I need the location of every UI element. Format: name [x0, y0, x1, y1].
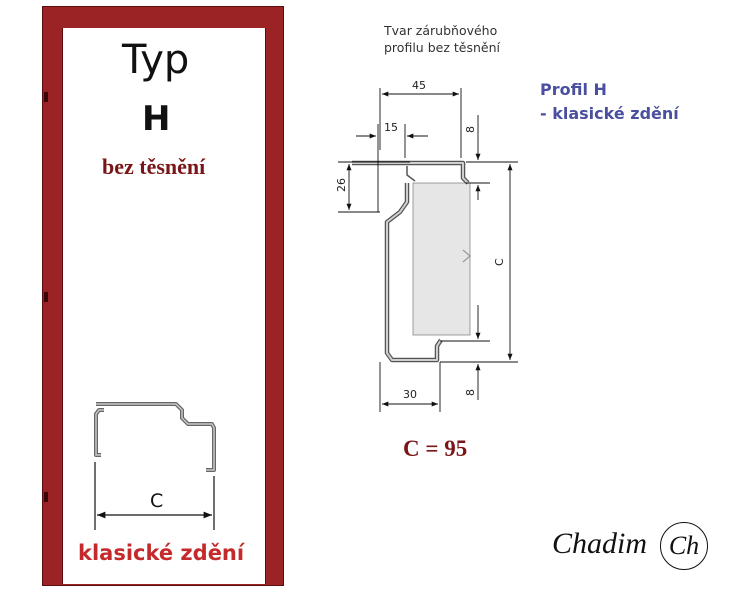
small-profile-shape: [94, 402, 216, 472]
dim-8-bottom: 8: [464, 389, 477, 396]
type-title: Typ: [122, 37, 190, 83]
profile-label: Profil H - klasické zdění: [540, 78, 679, 126]
hinge-middle: [44, 292, 48, 302]
type-letter: H: [142, 99, 171, 139]
dim-26: 26: [335, 178, 348, 192]
profile-label-line-2: - klasické zdění: [540, 104, 679, 123]
dim-8-top: 8: [464, 126, 477, 133]
caption-line-2: profilu bez těsnění: [384, 40, 500, 55]
chadim-logo-mark: Ch: [660, 522, 708, 570]
door-opening: [62, 28, 266, 584]
main-profile-shape: [352, 160, 470, 363]
profile-label-line-1: Profil H: [540, 80, 607, 99]
hinge-top: [44, 92, 48, 102]
wall-section: [412, 182, 471, 336]
small-profile-c-dimension: [94, 462, 215, 530]
no-seal-label: bez těsnění: [102, 154, 206, 179]
c-value: C = 95: [403, 436, 468, 461]
masonry-label: klasické zdění: [78, 541, 245, 565]
drawing-caption: Tvar zárubňového profilu bez těsnění: [384, 22, 500, 56]
dim-45: 45: [412, 79, 426, 92]
hinge-bottom: [44, 492, 48, 502]
dim-30: 30: [403, 388, 417, 401]
chadim-logo-text: Chadim: [552, 527, 648, 560]
dim-c: C: [493, 258, 506, 266]
caption-line-1: Tvar zárubňového: [384, 23, 498, 38]
dim-15: 15: [384, 121, 398, 134]
small-profile-c-label: C: [150, 490, 163, 512]
